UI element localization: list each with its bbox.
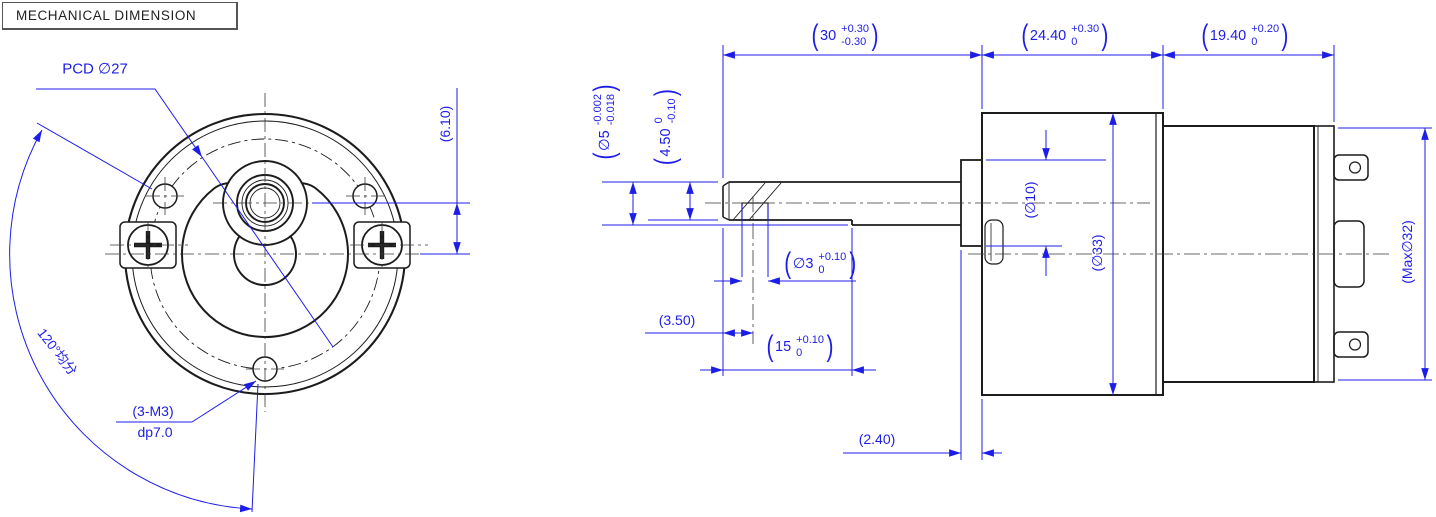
dimension-lines <box>9 45 1432 513</box>
dim-shaft-offset: (6.10) <box>437 105 453 143</box>
front-view-drawing <box>105 93 428 412</box>
output-shaft <box>722 181 961 226</box>
terminal-top <box>1333 154 1369 181</box>
thread-label: (3-M3) <box>132 403 174 419</box>
dim-hole-dia: ( ∅3 +0.10 0 ) <box>784 247 856 280</box>
flat-edge-line <box>748 182 782 221</box>
terminal-top-hole <box>1348 161 1362 174</box>
side-centerlines <box>705 196 1392 344</box>
case-screw <box>984 219 1004 265</box>
dim-boss-thickness: (2.40) <box>858 431 896 447</box>
terminal-bottom <box>1333 331 1369 358</box>
thread-depth-label: dp7.0 <box>137 424 173 440</box>
terminal-bottom-hole <box>1348 338 1362 351</box>
side-view-drawing <box>705 112 1392 396</box>
page-title: MECHANICAL DIMENSION <box>16 8 197 23</box>
dim-gearbox-dia: (∅33) <box>1089 234 1105 272</box>
title-box: MECHANICAL DIMENSION <box>2 2 238 30</box>
dim-shaft-length: ( 30 +0.30 -0.30 ) <box>811 19 879 52</box>
dim-flat-length: ( 15 +0.10 0 ) <box>766 330 834 363</box>
flat-edge-line <box>732 182 766 221</box>
dim-boss-dia: (∅10) <box>1022 181 1038 219</box>
dim-gearbox-length: ( 24.40 +0.30 0 ) <box>1021 19 1109 52</box>
angle-arc <box>9 129 253 513</box>
dim-shaft-dia: ( ∅5 -0.002 -0.018 ) <box>588 84 621 160</box>
pcd-label: PCD ∅27 <box>62 60 128 78</box>
dim-motor-length: ( 19.40 +0.20 0 ) <box>1201 19 1289 52</box>
dim-hole-position: (3.50) <box>658 312 696 328</box>
dim-shaft-flat: ( 4.50 0 -0.10 ) <box>649 88 682 166</box>
dim-motor-max-dia: (Max∅32) <box>1399 220 1415 284</box>
pcd-leader-line <box>154 88 203 158</box>
